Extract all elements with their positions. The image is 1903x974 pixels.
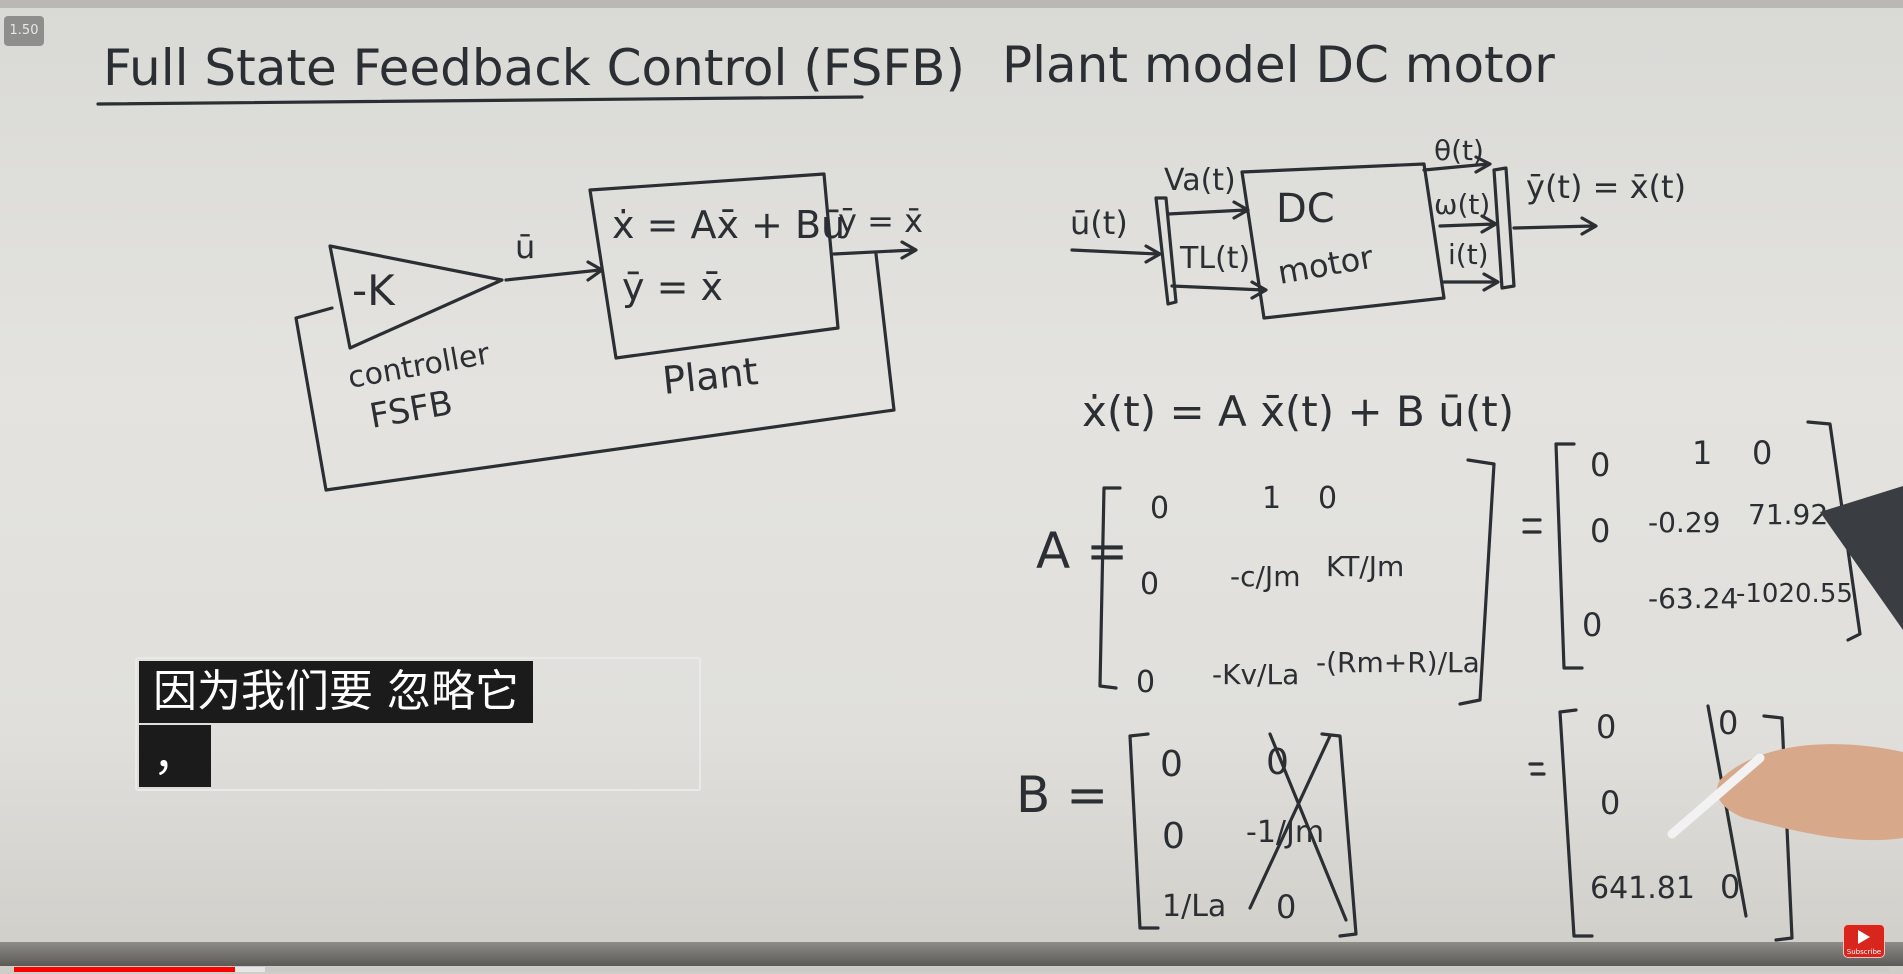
theta-label: θ(t) [1434,134,1484,167]
a-sym-12: KT/Jm [1326,550,1404,583]
a-sym-00: 0 [1150,491,1169,526]
subscribe-button[interactable]: Subscribe [1843,924,1885,958]
signal-u: ū [515,228,535,266]
a-num-20: 0 [1582,606,1602,644]
a-matrix-label: A = [1036,522,1128,580]
b-num-10: 0 [1600,784,1620,822]
b-sym-01: 0 [1266,742,1289,783]
plant-output: ȳ = x̄ [838,202,923,240]
b-num-01: 0 [1718,704,1738,742]
a-num-11: -0.29 [1648,506,1720,539]
a-num-21: -63.24 [1648,582,1738,615]
a-sym-11: -c/Jm [1230,560,1300,593]
b-num-00: 0 [1596,708,1616,746]
input-u: ū(t) [1070,204,1128,242]
a-num-12: 71.92 [1748,498,1828,531]
presenter-hand [1717,744,1903,841]
va-label: Va(t) [1164,163,1236,198]
caption-line-2: ， [139,725,211,787]
tl-label: TL(t) [1179,241,1250,276]
dc-motor-box [1240,162,1446,320]
controller-label: controller [345,336,493,395]
fsfb-title: Full State Feedback Control (FSFB) [103,39,965,97]
a-num-10: 0 [1590,512,1610,550]
controller-triangle [328,244,504,350]
controller-sub: FSFB [367,383,456,437]
plant-box [588,172,840,360]
motor-label: motor [1275,238,1377,292]
caption-window: 因为我们要 忽略它 ， [135,657,701,791]
b-sym-21: 0 [1276,888,1296,926]
a-sym-01: 1 [1262,481,1281,516]
a-num-22: -1020.55 [1736,579,1853,609]
marker-tray [0,942,1903,966]
a-num-02: 0 [1752,434,1772,472]
motor-output: ȳ(t) = x̄(t) [1526,168,1686,206]
youtube-play-icon [1858,930,1870,944]
progress-bar[interactable] [14,967,1889,972]
b-num-21: 0 [1720,868,1740,906]
b-num-20: 641.81 [1590,871,1695,906]
plant-label: Plant [660,349,760,403]
current-label: i(t) [1448,238,1489,271]
a-sym-22: -(Rm+R)/La [1316,646,1480,679]
b-sym-20: 1/La [1162,889,1226,924]
a-sym-10: 0 [1140,567,1159,602]
dc-label: DC [1276,186,1335,232]
plant-eq1: ẋ = Ax̄ + Bū [612,203,845,247]
controller-gain: -K [352,266,396,315]
motor-title: Plant model DC motor [1002,36,1555,94]
subscribe-label: Subscribe [1846,948,1882,956]
caption-line-1: 因为我们要 忽略它 [139,661,533,723]
tablet-edge [1820,486,1903,630]
a-num-01: 1 [1692,434,1712,472]
feedback-loop [294,252,896,492]
playback-speed-badge: 1.50 [4,16,44,46]
b-column-strike [1248,732,1348,922]
progress-buffered [235,967,266,972]
a-sym-02: 0 [1318,481,1337,516]
progress-played [14,967,236,972]
a-sym-21: -Kv/La [1212,658,1299,691]
b-num-strike [1706,704,1748,918]
b-sym-00: 0 [1160,744,1183,785]
b-matrix-label: B = [1016,766,1108,824]
marker-in-hand [1667,753,1765,839]
state-equation: ẋ(t) = A x̄(t) + B ū(t) [1082,387,1514,436]
demux-bar [1154,196,1178,306]
a-num-00: 0 [1590,446,1610,484]
plant-eq2: ȳ = x̄ [622,265,723,309]
mux-bar [1492,166,1516,290]
b-sym-10: 0 [1162,816,1185,857]
a-sym-20: 0 [1136,665,1155,700]
